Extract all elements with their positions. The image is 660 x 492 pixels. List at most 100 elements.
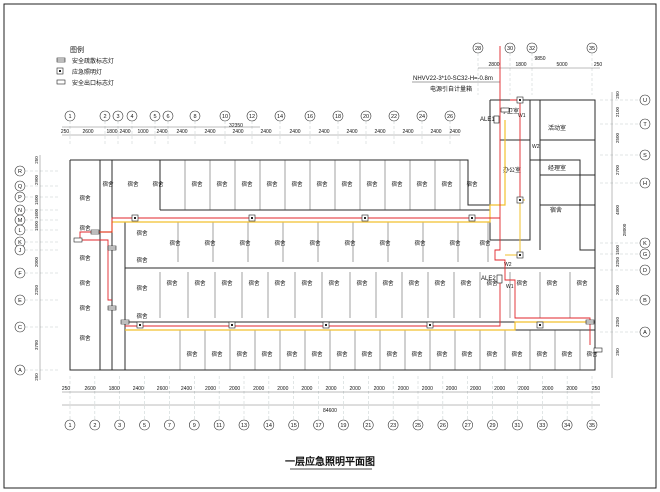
room-dorm-52: 宿舍 xyxy=(236,350,248,358)
room-dorm-48: 宿舍 xyxy=(546,279,558,287)
room-dorm-37: 宿舍 xyxy=(248,279,260,287)
emergency-light-icon xyxy=(248,214,256,222)
svg-text:34: 34 xyxy=(564,423,570,429)
dim-top-13: 2400 xyxy=(374,129,385,135)
svg-text:A: A xyxy=(643,330,647,336)
dim-bottom-15: 2000 xyxy=(422,386,433,392)
axis-top-1: 1 xyxy=(64,110,76,122)
room-dorm-6: 宿舍 xyxy=(266,180,278,188)
axis-bottom-2: 2 xyxy=(89,419,101,431)
axis-right-D: D xyxy=(639,264,651,276)
room-dorm-17: 宿舍 xyxy=(239,239,251,247)
room-dorm-62: 宿舍 xyxy=(486,350,498,358)
exit-sign-light-icon xyxy=(56,79,66,85)
room-dorm-1: 宿舍 xyxy=(127,180,139,188)
room-dorm-39: 宿舍 xyxy=(301,279,313,287)
meter-note: 电源引自计量箱 xyxy=(430,85,472,93)
room-dorm-5: 宿舍 xyxy=(241,180,253,188)
room-dorm-45: 宿舍 xyxy=(460,279,472,287)
cable-note: NHVV22-3*10-SC32-H=-0.8m xyxy=(413,76,493,82)
room-dorm-3: 宿舍 xyxy=(191,180,203,188)
room-dorm-49: 宿舍 xyxy=(576,279,588,287)
dim-bottom-1: 2600 xyxy=(85,386,96,392)
dim-right-3: 2700 xyxy=(615,164,620,175)
room-dorm-20: 宿舍 xyxy=(344,239,356,247)
dim-left-3: 1600 xyxy=(34,208,39,219)
axis-left-C: C xyxy=(14,321,26,333)
dim-top-right-3: 250 xyxy=(594,62,603,68)
axis-left-M: M xyxy=(14,214,26,226)
svg-text:5: 5 xyxy=(153,114,156,120)
axis-bottom-29: 29 xyxy=(487,419,498,431)
dim-top-right-0: 2800 xyxy=(488,62,499,68)
axis-bottom-14: 14 xyxy=(263,419,275,431)
axis-right-B: B xyxy=(639,294,651,306)
axis-top-2: 2 xyxy=(99,110,111,122)
dim-top-right-2: 5000 xyxy=(556,62,567,68)
axis-top-22: 22 xyxy=(388,110,400,122)
dim-top-0: 250 xyxy=(61,129,70,135)
axis-right-A: A xyxy=(639,326,651,338)
svg-text:F: F xyxy=(18,271,22,277)
legend-item-exit: 安全出口标志灯 xyxy=(72,79,114,87)
svg-text:T: T xyxy=(643,122,647,128)
dim-bottom-21: 2000 xyxy=(566,386,577,392)
room-dorm-51: 宿舍 xyxy=(211,350,223,358)
room-dorm-59: 宿舍 xyxy=(411,350,423,358)
dim-left-0: 250 xyxy=(34,156,39,164)
dim-bottom-14: 2000 xyxy=(398,386,409,392)
axis-left-P: P xyxy=(14,191,26,203)
room-dorm-east: 宿舍 xyxy=(550,206,562,214)
room-dorm-67: 宿舍 xyxy=(136,312,148,320)
dim-bottom-18: 2000 xyxy=(494,386,505,392)
room-dorm-64: 宿舍 xyxy=(536,350,548,358)
axis-top-10: 10 xyxy=(219,110,231,122)
svg-text:L: L xyxy=(18,228,21,234)
dim-right-9: 250 xyxy=(615,348,620,356)
svg-text:28: 28 xyxy=(475,46,481,52)
svg-text:J: J xyxy=(19,248,22,254)
axis-bottom-27: 27 xyxy=(462,419,474,431)
dim-top-10: 2400 xyxy=(289,129,300,135)
axis-left-F: F xyxy=(14,267,26,279)
svg-text:3: 3 xyxy=(116,114,119,120)
dim-top-5: 2400 xyxy=(156,129,167,135)
dim-top-7: 2400 xyxy=(204,129,215,135)
svg-text:C: C xyxy=(18,325,22,331)
room-dorm-42: 宿舍 xyxy=(382,279,394,287)
axis-top-16: 16 xyxy=(304,110,316,122)
room-dorm-24: 宿舍 xyxy=(479,239,491,247)
svg-text:25: 25 xyxy=(415,423,421,429)
emergency-light-icon xyxy=(228,321,236,329)
legend-heading: 图例 xyxy=(70,45,84,54)
dim-right-8: 3250 xyxy=(615,316,620,327)
dim-left-4: 1500 xyxy=(34,220,39,231)
room-dorm-4: 宿舍 xyxy=(216,180,228,188)
dim-top-16: 2400 xyxy=(449,129,460,135)
drawing-frame xyxy=(3,3,657,489)
dim-top-1: 2600 xyxy=(82,129,93,135)
drawing-title: 一层应急照明平面图 xyxy=(285,455,375,468)
svg-text:5: 5 xyxy=(143,423,146,429)
svg-text:30: 30 xyxy=(507,46,513,52)
svg-text:4: 4 xyxy=(130,114,133,120)
axis-top-24: 24 xyxy=(416,110,428,122)
svg-text:29: 29 xyxy=(490,423,496,429)
svg-text:13: 13 xyxy=(241,423,247,429)
svg-text:12: 12 xyxy=(249,114,255,120)
dim-right-0: 250 xyxy=(615,91,620,99)
evacuation-sign-light-icon xyxy=(585,319,595,325)
svg-text:16: 16 xyxy=(307,114,313,120)
dim-bottom-6: 2000 xyxy=(205,386,216,392)
room-dorm-63: 宿舍 xyxy=(511,350,523,358)
svg-text:27: 27 xyxy=(465,423,471,429)
room-dorm-57: 宿舍 xyxy=(361,350,373,358)
svg-text:14: 14 xyxy=(277,114,283,120)
room-dorm-18: 宿舍 xyxy=(274,239,286,247)
wire-label-w1-top: W1 xyxy=(518,113,526,119)
room-dorm-10: 宿舍 xyxy=(366,180,378,188)
svg-text:26: 26 xyxy=(440,423,446,429)
dim-bottom-9: 2000 xyxy=(277,386,288,392)
legend-item-emergency: 应急照明灯 xyxy=(72,68,102,76)
